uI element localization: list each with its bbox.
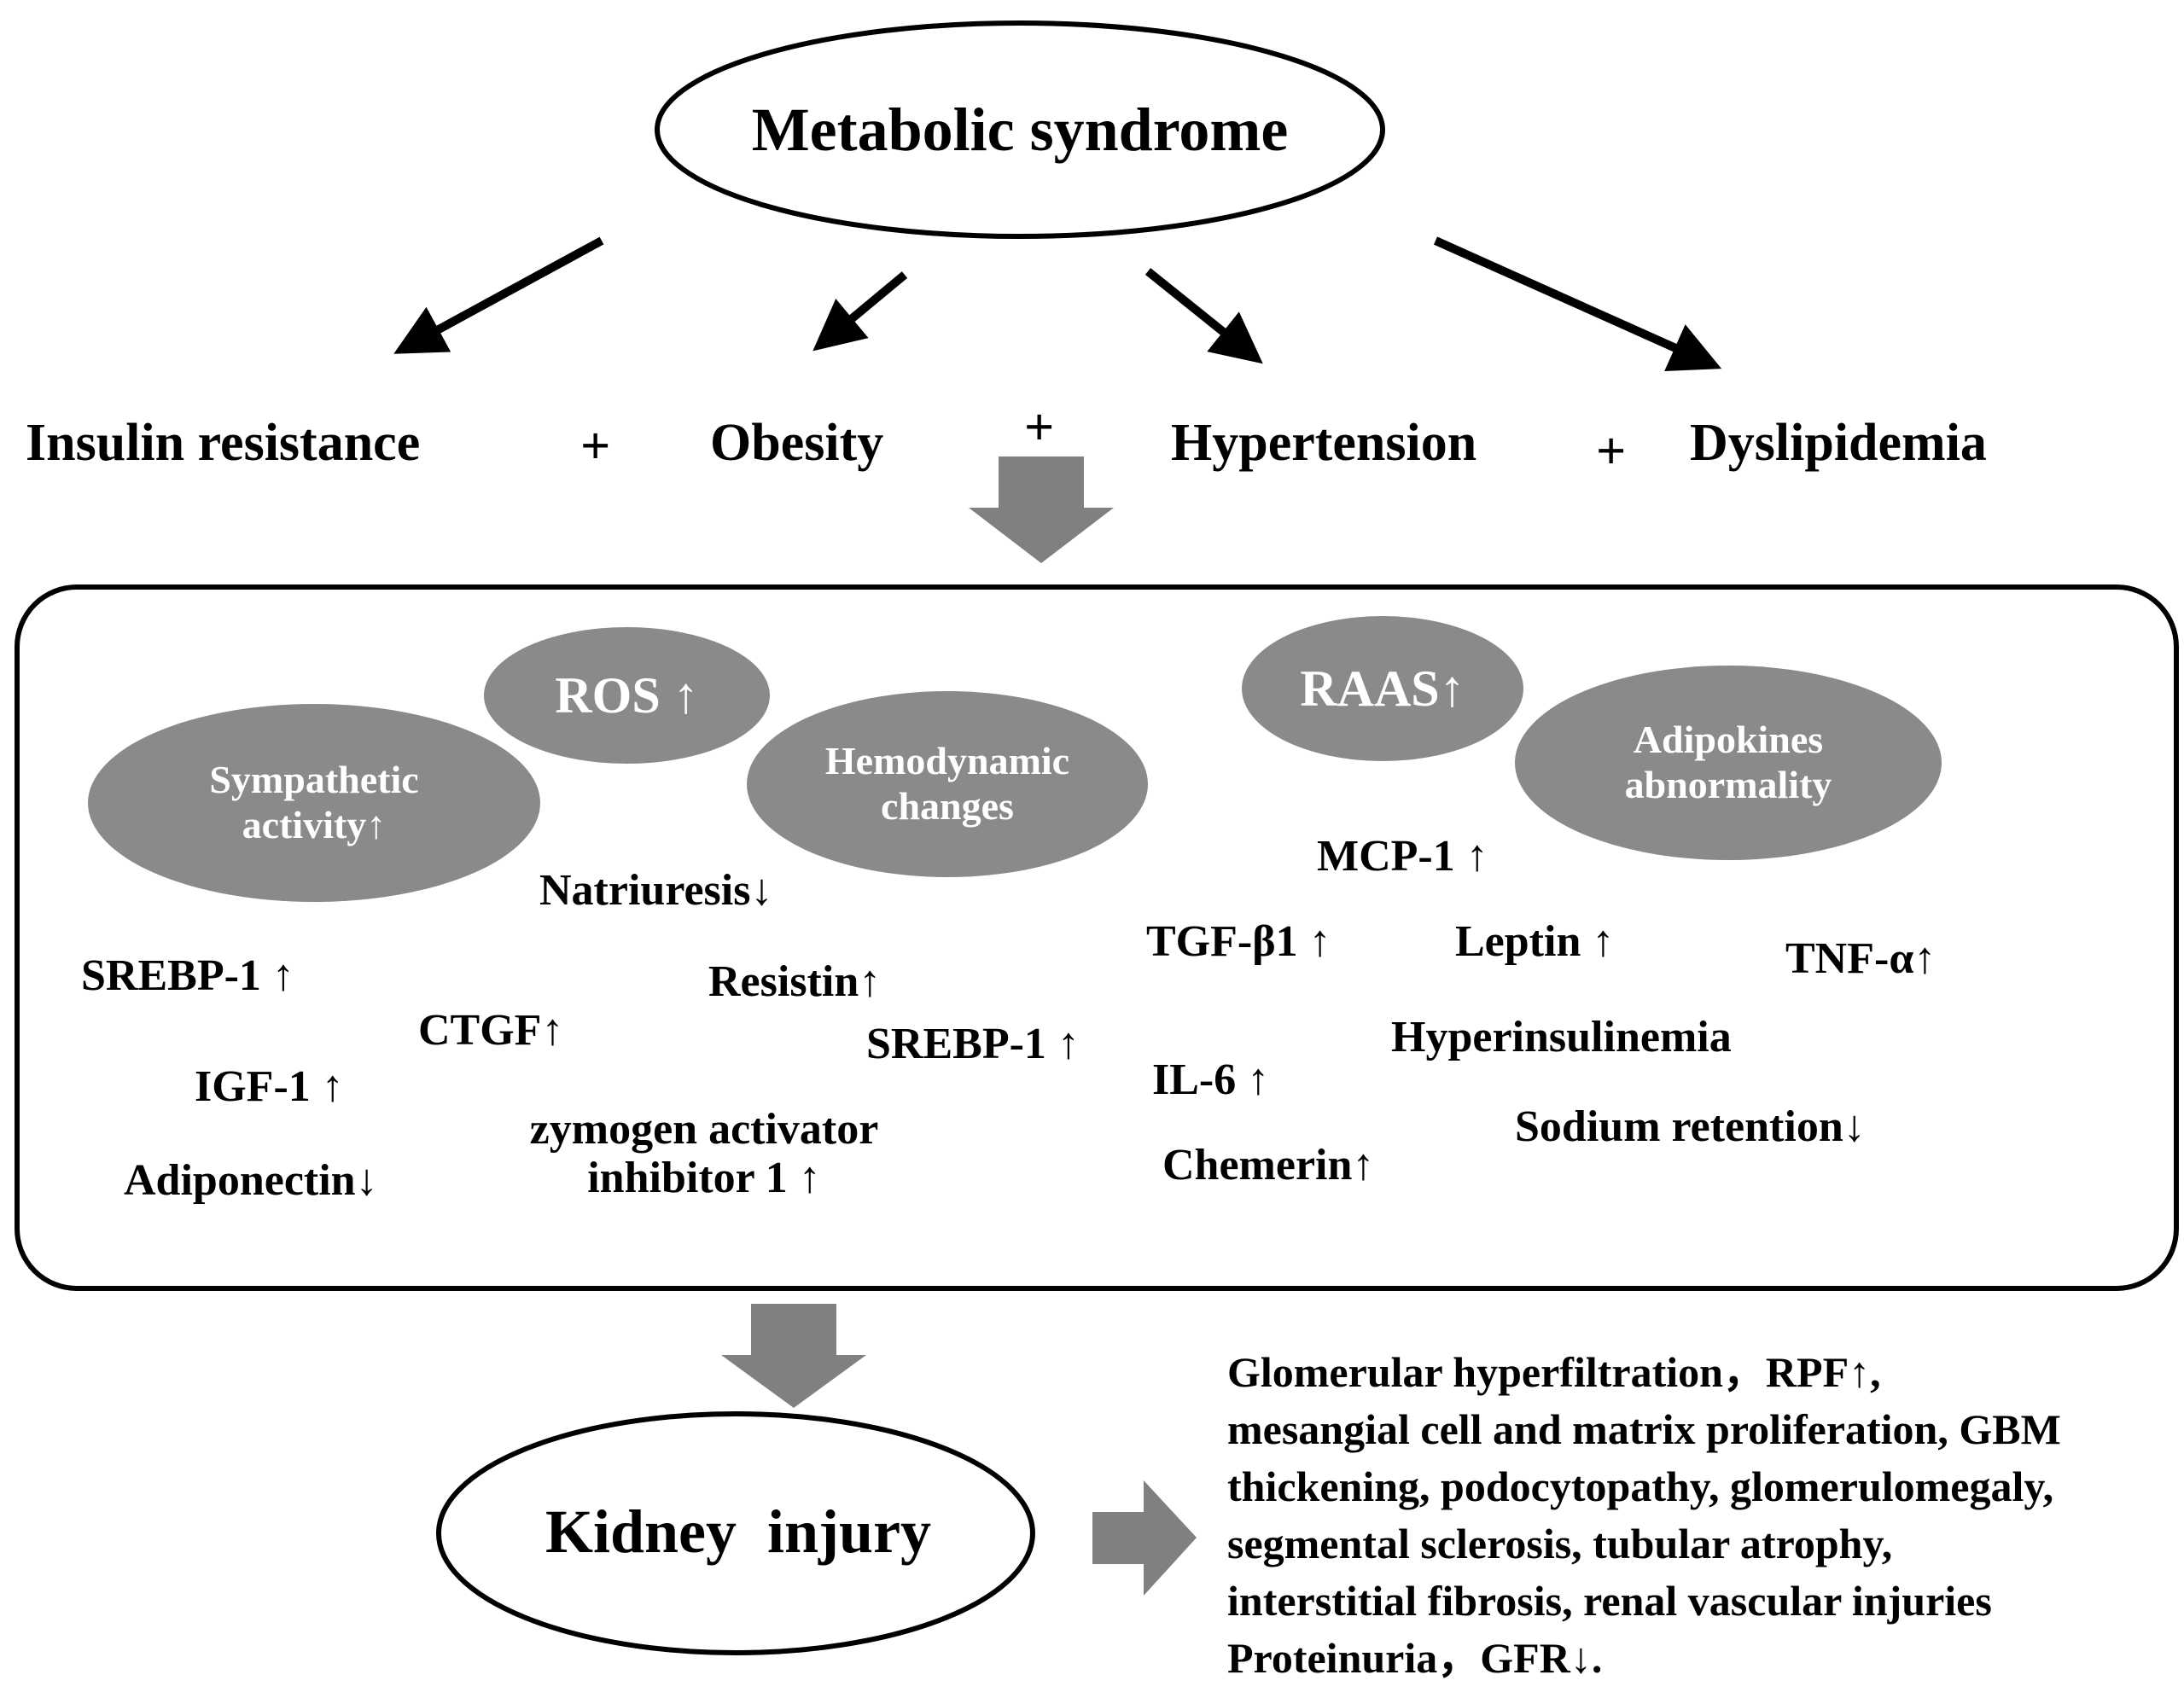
component-obesity: Obesity — [710, 414, 884, 472]
factor-mcp1: MCP-1 ↑ — [1317, 832, 1488, 881]
up-arrow-icon: ↑ — [859, 957, 882, 1006]
plus-sign-1: + — [580, 417, 611, 475]
down-arrow-to-mechanisms — [969, 456, 1114, 563]
sympathetic-activity-oval: Sympathetic activity↑ — [88, 704, 540, 902]
factor-sodium-retention: Sodium retention↓ — [1515, 1102, 1866, 1151]
up-arrow-icon: ↑ — [1439, 660, 1465, 717]
adipokines-line2: abnormality — [1624, 763, 1832, 806]
arrow-to-hypertension — [1144, 268, 1263, 364]
sympathetic-line2: activity — [242, 803, 367, 846]
factor-srebp1-left: SREBP-1 ↑ — [81, 951, 294, 1000]
hemodynamic-line1: Hemodynamic — [824, 739, 1070, 783]
kidney-injury-title: Kidney injury — [545, 1497, 932, 1566]
down-arrow-icon: ↓ — [750, 866, 773, 915]
kidney-injury-oval — [436, 1411, 1035, 1655]
ros-oval: ROS ↑ — [484, 627, 770, 764]
up-arrow-icon: ↑ — [271, 951, 294, 1000]
raas-oval: RAAS↑ — [1242, 616, 1523, 761]
component-hypertension: Hypertension — [1171, 414, 1477, 472]
outcome-line-1: Glomerular hyperfiltration，RPF↑, — [1227, 1348, 1881, 1396]
up-arrow-icon: ↑ — [321, 1062, 344, 1111]
metabolic-syndrome-oval — [655, 20, 1385, 239]
metabolic-syndrome-title: Metabolic syndrome — [751, 95, 1289, 164]
factor-srebp1-mid: SREBP-1 ↑ — [866, 1020, 1080, 1068]
up-arrow-icon: ↑ — [1465, 832, 1488, 881]
up-arrow-icon: ↑ — [1913, 934, 1936, 983]
raas-label: RAAS — [1300, 660, 1440, 717]
sympathetic-line1: Sympathetic — [209, 758, 419, 802]
plus-sign-2: + — [1024, 398, 1055, 456]
plus-sign-3: + — [1596, 422, 1627, 480]
up-arrow-icon: ↑ — [541, 1006, 564, 1055]
adipokines-abnormality-oval: Adipokines abnormality — [1515, 666, 1942, 860]
outcome-line-4: segmental sclerosis, tubular atrophy, — [1227, 1520, 1893, 1567]
factor-tnf-alpha: TNF-α↑ — [1785, 934, 1936, 983]
up-arrow-icon: ↑ — [1247, 1055, 1270, 1104]
outcome-line-2: mesangial cell and matrix proliferation,… — [1227, 1405, 2061, 1453]
arrow-to-dyslipidemia — [1433, 236, 1722, 371]
arrow-to-insulin-resistance — [393, 236, 604, 354]
hemodynamic-changes-oval: Hemodynamic changes — [747, 691, 1148, 877]
up-arrow-icon: ↑ — [1352, 1141, 1375, 1189]
factor-resistin: Resistin↑ — [708, 957, 882, 1006]
up-arrow-icon: ↑ — [1057, 1020, 1080, 1068]
hemodynamic-line2: changes — [881, 784, 1014, 828]
up-arrow-icon: ↑ — [1849, 1348, 1871, 1396]
outcome-line-5: interstitial fibrosis, renal vascular in… — [1227, 1577, 1992, 1625]
factor-leptin: Leptin ↑ — [1455, 917, 1615, 966]
up-arrow-icon: ↑ — [1308, 917, 1331, 966]
ros-label: ROS — [555, 666, 661, 724]
factor-il6: IL-6 ↑ — [1152, 1055, 1270, 1104]
factor-hyperinsulinemia: Hyperinsulinemia — [1391, 1013, 1732, 1061]
down-arrow-to-kidney — [721, 1304, 866, 1408]
factor-igf1: IGF-1 ↑ — [195, 1062, 344, 1111]
outcome-line-3: thickening, podocytopathy, glomerulomega… — [1227, 1462, 2054, 1510]
factor-zymogen-activator-inhibitor: zymogen activator inhibitor 1 ↑ — [529, 1105, 879, 1203]
arrow-to-obesity — [812, 271, 908, 352]
down-arrow-icon: ↓ — [1843, 1102, 1866, 1151]
up-arrow-icon: ↑ — [366, 803, 387, 846]
factor-tgf-beta1: TGF-β1 ↑ — [1146, 917, 1331, 966]
mechanisms-box — [15, 584, 2179, 1291]
up-arrow-icon: ↑ — [798, 1154, 821, 1203]
up-arrow-icon: ↑ — [673, 666, 699, 724]
down-arrow-icon: ↓ — [355, 1156, 378, 1205]
component-insulin-resistance: Insulin resistance — [26, 414, 421, 472]
right-arrow-to-outcome — [1092, 1480, 1197, 1596]
down-arrow-icon: ↓ — [1570, 1634, 1592, 1682]
adipokines-line1: Adipokines — [1633, 718, 1824, 762]
up-arrow-icon: ↑ — [1592, 917, 1615, 966]
factor-chemerin: Chemerin↑ — [1162, 1141, 1375, 1189]
factor-natriuresis: Natriuresis↓ — [539, 866, 773, 915]
factor-ctgf: CTGF↑ — [418, 1006, 564, 1055]
component-dyslipidemia: Dyslipidemia — [1690, 414, 1987, 472]
kidney-injury-outcomes: Glomerular hyperfiltration，RPF↑, mesangi… — [1227, 1344, 2061, 1687]
outcome-line-6: Proteinuria，GFR↓. — [1227, 1634, 1603, 1682]
factor-adiponectin: Adiponectin↓ — [124, 1156, 378, 1205]
